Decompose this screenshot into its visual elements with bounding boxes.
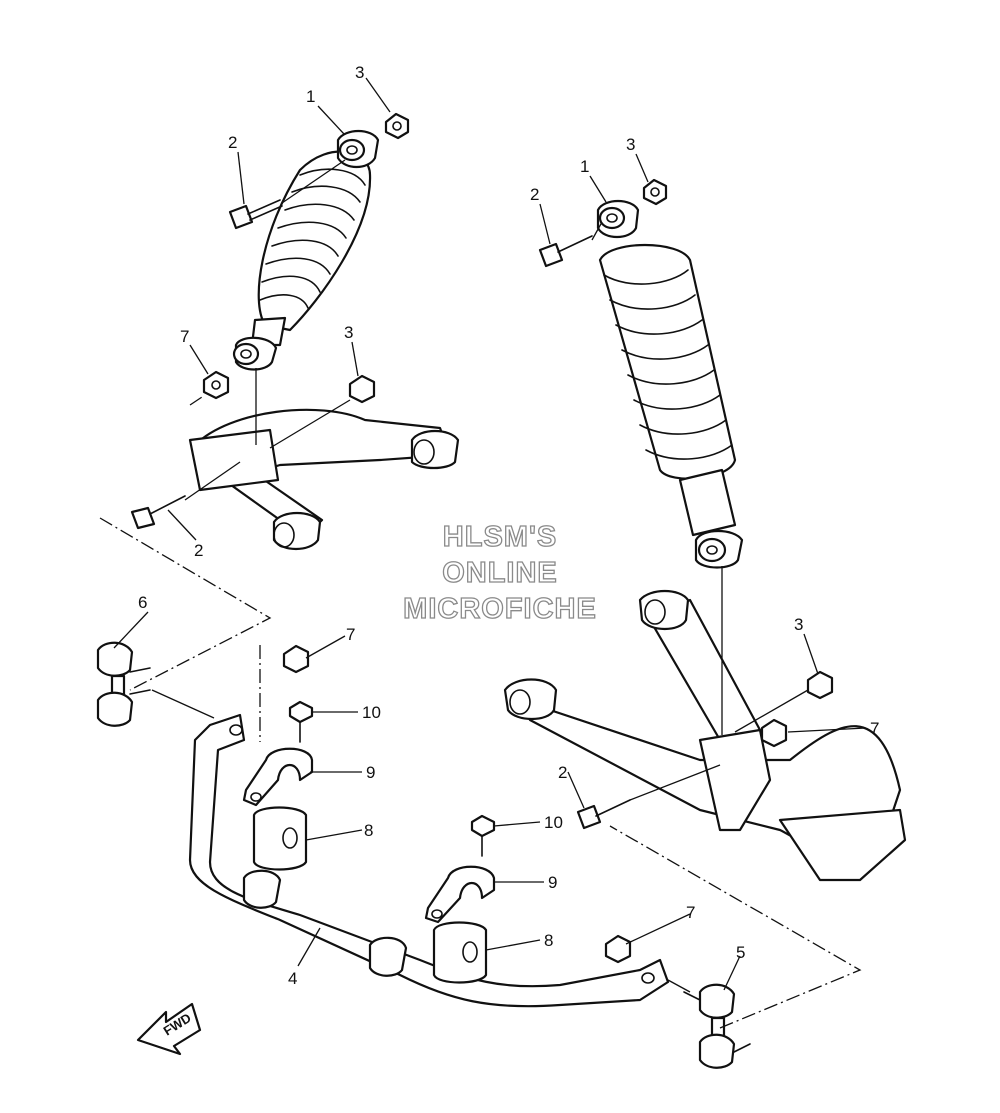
callout-8: 8 — [544, 931, 553, 950]
watermark-line-2: ONLINE — [442, 557, 558, 589]
watermark: HLSM'S ONLINE MICROFICHE — [403, 520, 597, 625]
bolt-icon — [576, 764, 721, 830]
stabilizer-bar — [188, 713, 670, 1008]
callout-9: 9 — [548, 873, 557, 892]
nut-icon — [760, 718, 788, 748]
bushing-right — [432, 921, 488, 984]
watermark-line-1: HLSM'S — [443, 521, 557, 553]
bolt-icon — [228, 159, 346, 230]
callout-4: 4 — [288, 969, 297, 988]
bushing-left — [252, 806, 308, 871]
bolt-icon — [130, 461, 241, 530]
bolt-icon — [288, 700, 314, 743]
callout-9: 9 — [366, 763, 375, 782]
right-a-arm — [503, 566, 907, 882]
callout-7: 7 — [180, 327, 189, 346]
bracket-right — [424, 865, 496, 924]
callout-7: 7 — [686, 903, 695, 922]
stabilizer-link-right — [667, 979, 751, 1069]
callout-leaders — [113, 77, 867, 991]
assembly-chain-lines — [99, 394, 862, 1029]
callout-3: 3 — [344, 323, 353, 342]
nut-icon — [642, 178, 668, 206]
nut-icon — [604, 934, 632, 964]
callout-2: 2 — [228, 133, 237, 152]
nut-icon — [734, 670, 834, 733]
callout-3: 3 — [794, 615, 803, 634]
callout-2: 2 — [194, 541, 203, 560]
stabilizer-link-left — [96, 641, 215, 727]
callout-5: 5 — [736, 943, 745, 962]
callout-8: 8 — [364, 821, 373, 840]
callout-10: 10 — [544, 813, 563, 832]
nut-icon — [269, 374, 376, 449]
bracket-left — [242, 747, 314, 807]
left-a-arm — [188, 368, 460, 551]
callout-2: 2 — [530, 185, 539, 204]
left-shock-absorber — [232, 129, 380, 371]
callout-6: 6 — [138, 593, 147, 612]
bolt-icon — [470, 814, 496, 857]
callout-7: 7 — [346, 625, 355, 644]
callout-numbers: 1 2 3 7 3 2 1 2 3 6 7 10 9 8 3 7 2 10 9 … — [138, 63, 879, 988]
watermark-line-3: MICROFICHE — [403, 593, 597, 625]
bolt-icon — [538, 221, 603, 268]
callout-3: 3 — [626, 135, 635, 154]
nut-icon — [282, 644, 310, 674]
callout-3: 3 — [355, 63, 364, 82]
callout-2: 2 — [558, 763, 567, 782]
nut-icon — [384, 112, 410, 140]
callout-10: 10 — [362, 703, 381, 722]
callout-1: 1 — [580, 157, 589, 176]
callout-7: 7 — [870, 719, 879, 738]
callout-1: 1 — [306, 87, 315, 106]
right-shock-absorber — [596, 199, 744, 569]
nut-icon — [202, 370, 230, 400]
forward-arrow-icon: FWD — [136, 1002, 202, 1056]
